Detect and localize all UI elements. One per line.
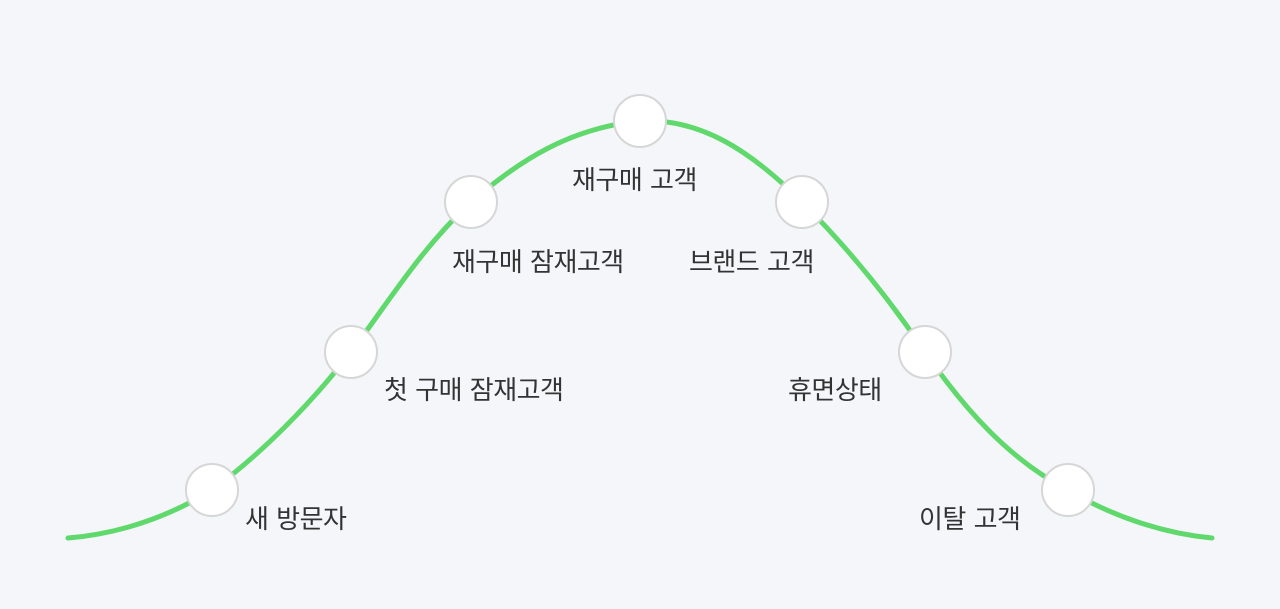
label-new-visitor: 새 방문자: [245, 505, 347, 535]
label-repurchase-prospect: 재구매 잠재고객: [452, 248, 624, 278]
label-dormant: 휴면상태: [788, 376, 882, 406]
node-brand-customer: [775, 175, 829, 229]
label-brand-customer: 브랜드 고객: [689, 248, 814, 278]
node-dormant: [898, 325, 952, 379]
label-churned-customer: 이탈 고객: [919, 505, 1021, 535]
node-repurchase-customer: [613, 94, 667, 148]
label-first-purchase-prospect: 첫 구매 잠재고객: [384, 376, 564, 406]
label-repurchase-customer: 재구매 고객: [572, 166, 697, 196]
node-first-purchase-prospect: [324, 325, 378, 379]
node-repurchase-prospect: [444, 175, 498, 229]
node-new-visitor: [185, 463, 239, 517]
node-churned-customer: [1041, 463, 1095, 517]
